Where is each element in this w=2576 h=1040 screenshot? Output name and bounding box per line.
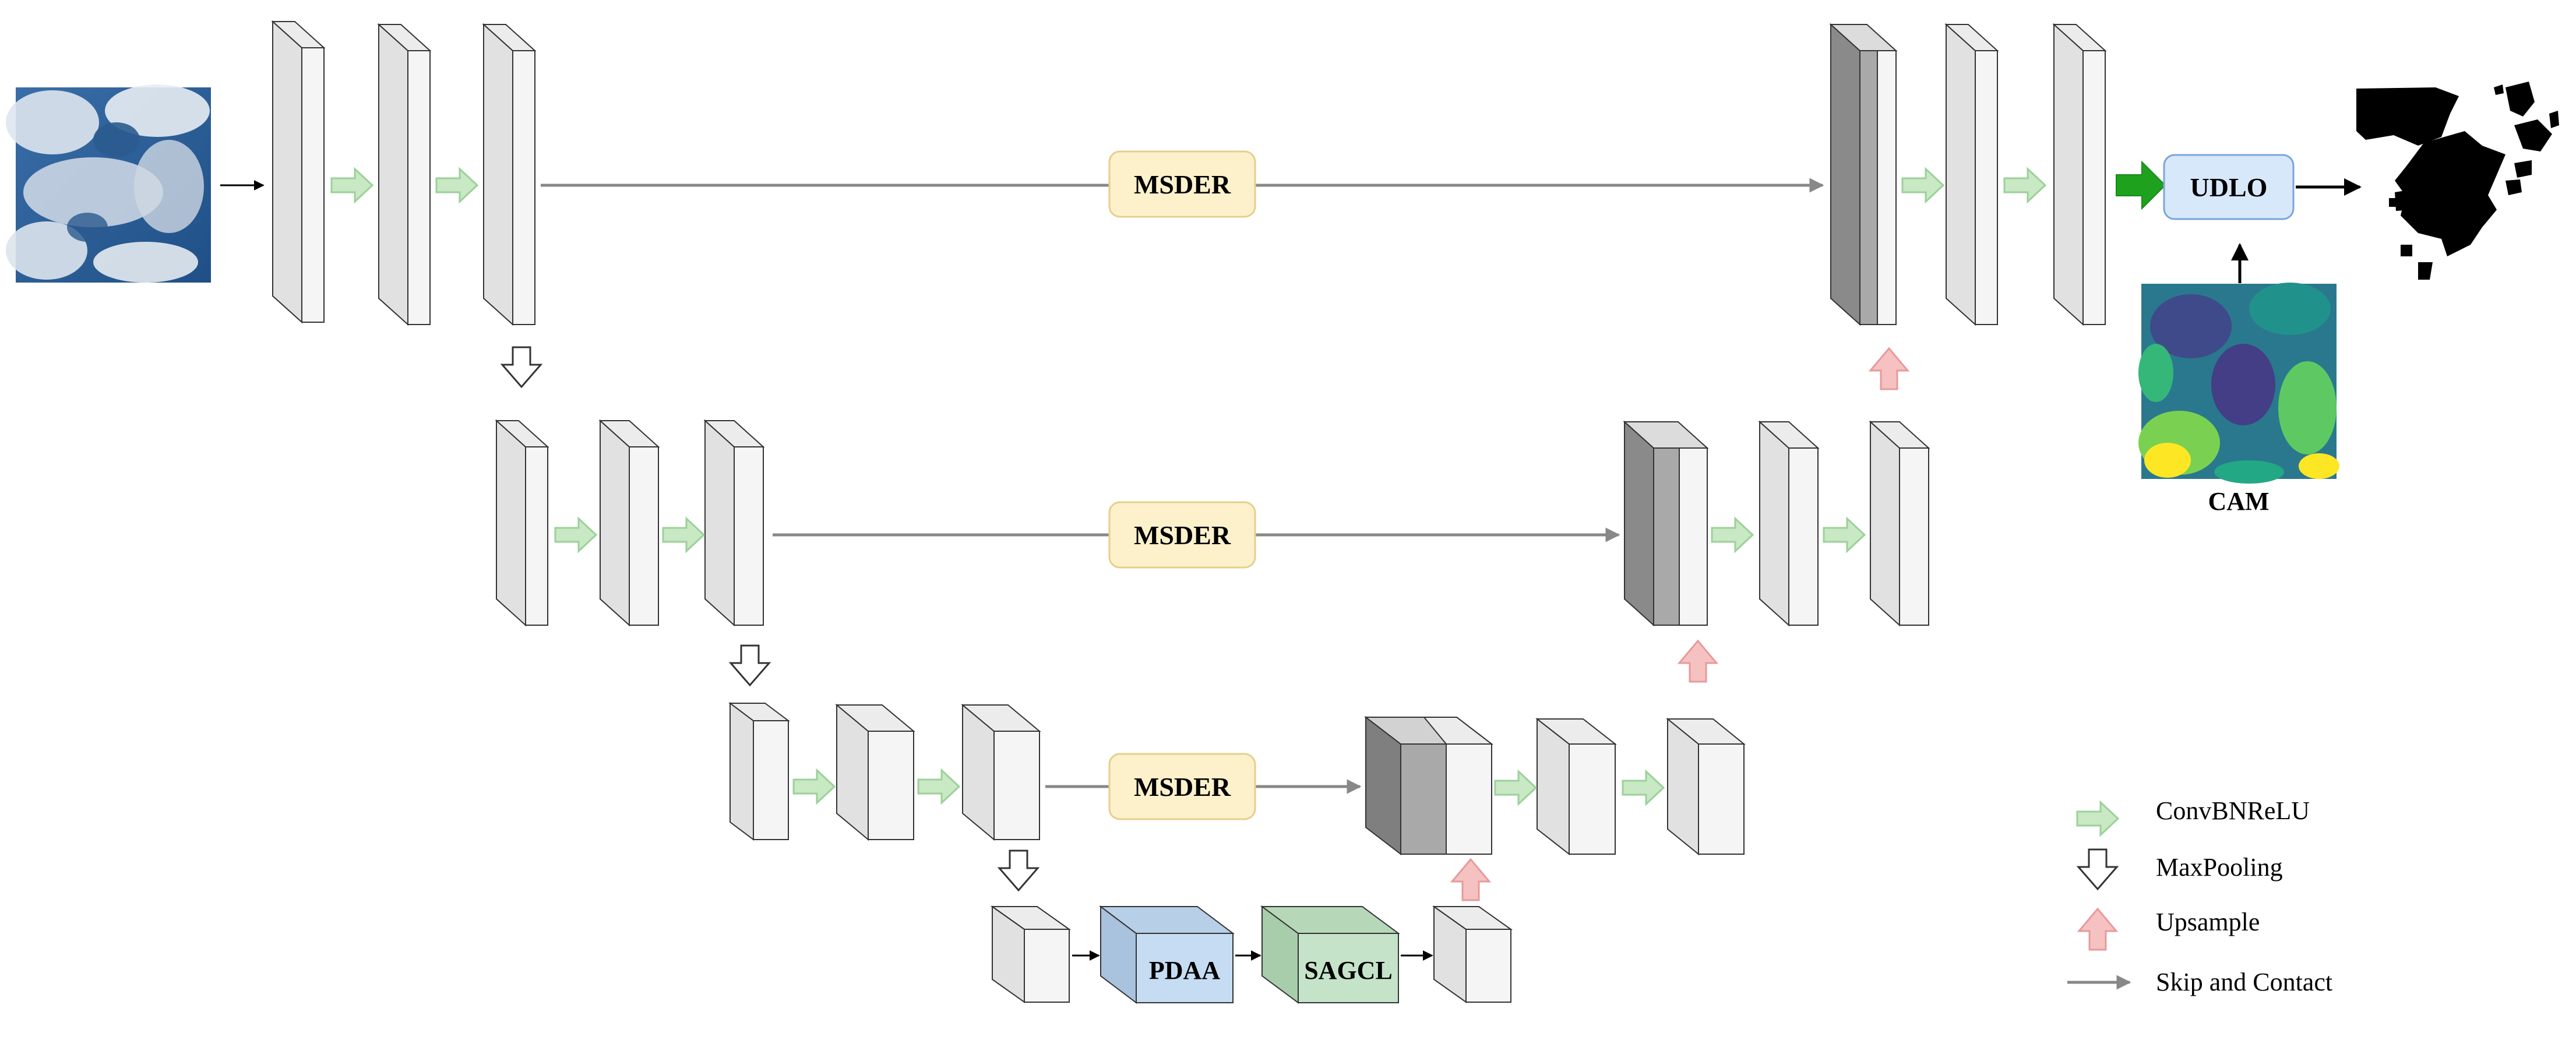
upsample-arrow-icon [1677,639,1719,683]
input-image [6,84,211,283]
conv-arrows [330,167,2047,806]
encoder-l1-block-1 [271,20,326,324]
maxpool-arrows [500,346,1040,892]
conv-arrow-icon [1622,769,1665,806]
legend-label-maxpool: MaxPooling [2156,853,2283,882]
conv-arrow-icon [1711,516,1754,554]
legend-maxpool-arrow-icon [2076,848,2119,891]
encoder-l2-block-3 [703,419,765,627]
conv-arrow-icon [1901,167,1945,204]
msder-label-mid: MSDER [1134,520,1231,550]
encoder-l2-block-2 [598,419,660,627]
encoder-l3-block-1 [728,702,790,841]
conv-arrow-icon [662,516,706,554]
conv-arrow-icon [2003,167,2047,204]
legend-label-skip: Skip and Contact [2156,968,2332,996]
sagcl-block [1260,905,1401,1004]
maxpool-arrow-icon [500,346,543,389]
cam-label: CAM [2208,487,2269,516]
decoder-l3-block-2 [1535,717,1617,856]
pdaa-label: PDAA [1149,956,1220,985]
pdaa-block [1099,905,1235,1004]
conv-arrow-icon [435,167,479,204]
conv-arrow-icon [1494,769,1538,806]
legend-label-upsample: Upsample [2156,908,2260,936]
conv-arrow-icon [792,768,836,805]
encoder-l1-block-3 [482,23,537,326]
cam-heatmap [2138,283,2339,484]
legend-conv-arrow-icon [2076,800,2120,837]
decoder-l1-concat-block [1829,23,1898,326]
msder-box-mid: MSDER [1108,501,1256,569]
msder-box-top: MSDER [1108,150,1256,218]
upsample-arrow-icon [1868,347,1910,390]
msder-label-low: MSDER [1134,772,1231,802]
udlo-box: UDLO [2163,154,2295,220]
conv-arrow-icon [1823,516,1866,554]
decoder-l1-block-3 [2052,23,2107,326]
sagcl-label: SAGCL [1304,956,1393,985]
msder-label-top: MSDER [1134,170,1231,199]
conv-arrow-icon [554,516,598,554]
legend-upsample-arrow-icon [2077,907,2119,951]
output-mask [2356,82,2559,280]
encoder-l3-block-2 [835,703,915,841]
bottleneck-output-block [1432,905,1513,1003]
decoder-l3-block-3 [1666,717,1746,856]
decoder-l1-block-2 [1944,23,1999,326]
bottleneck-input-block [990,905,1072,1003]
decoder-l2-block-2 [1758,420,1820,627]
encoder-l2-block-1 [495,419,549,627]
maxpool-arrow-icon [728,644,771,687]
conv-arrow-icon [330,167,374,204]
decoder-l2-concat-block [1623,420,1709,627]
legend-label-conv: ConvBNReLU [2156,796,2310,825]
output-arrow-icon [2116,160,2166,210]
udlo-label: UDLO [2190,172,2268,202]
upsample-arrows [1450,347,1910,901]
decoder-l3-concat-block [1364,715,1493,856]
decoder-l2-block-3 [1869,420,1930,627]
legend: ConvBNReLU MaxPooling Upsample Skip and … [2067,796,2332,996]
encoder-l3-block-3 [961,703,1041,841]
maxpool-arrow-icon [997,849,1040,892]
upsample-arrow-icon [1450,858,1492,901]
encoder-l1-block-2 [377,23,432,326]
conv-arrow-icon [917,768,961,805]
msder-box-low: MSDER [1108,753,1256,820]
